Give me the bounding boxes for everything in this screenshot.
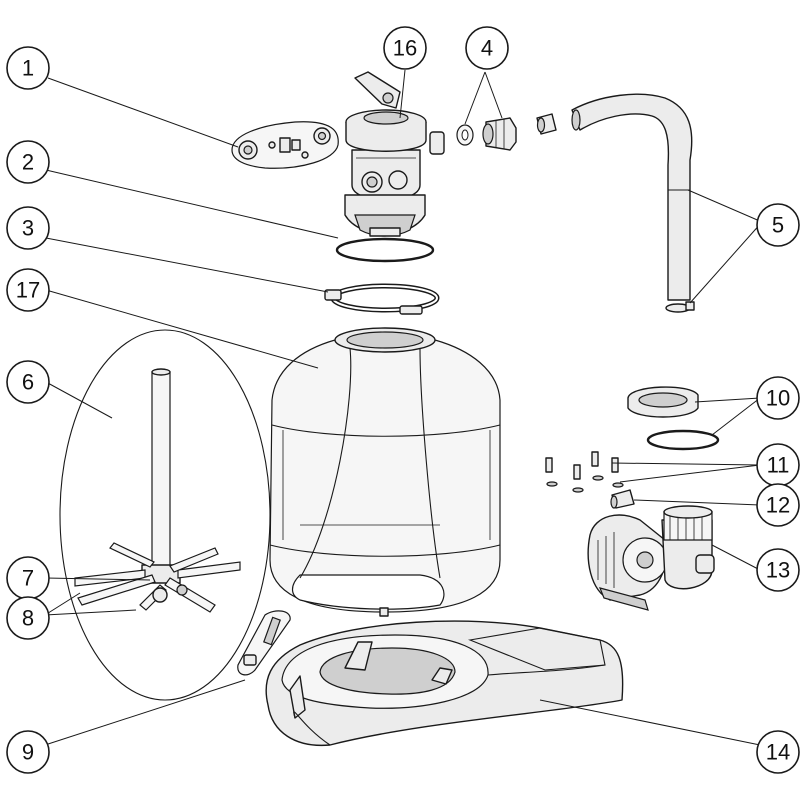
valve-adapters [456,117,517,151]
callout-16: 16 [383,26,427,70]
pump-lid [627,386,720,451]
callout-label: 5 [772,213,784,238]
callout-4: 4 [465,26,509,70]
callout-label: 14 [766,740,790,765]
callout-label: 7 [22,566,34,591]
callout-label: 10 [766,386,790,411]
pressure-gauge-set [231,121,339,169]
callout-label: 16 [393,36,417,61]
hose-assembly [536,93,695,313]
callout-10: 10 [756,376,800,420]
callout-label: 4 [481,36,493,61]
callout-label: 6 [22,370,34,395]
callout-6: 6 [6,360,50,404]
callout-label: 3 [22,216,34,241]
coupling [610,489,635,509]
callout-label: 11 [767,453,790,478]
callout-label: 9 [22,740,34,765]
callout-label: 12 [766,493,790,518]
callout-13: 13 [756,548,800,592]
callout-label: 8 [22,606,34,631]
callout-5: 5 [756,203,800,247]
base-stand [265,620,624,747]
callout-7: 7 [6,556,50,600]
callout-12: 12 [756,483,800,527]
callout-1: 1 [6,46,50,90]
callout-11: 11 [756,443,800,487]
callout-2: 2 [6,140,50,184]
screws-and-washers [545,451,624,493]
multiport-valve [344,71,445,237]
callout-9: 9 [6,730,50,774]
callout-8: 8 [6,596,50,640]
callout-label: 2 [22,150,34,175]
drain-plug [237,610,291,676]
callout-17: 17 [6,268,50,312]
callout-3: 3 [6,206,50,250]
filter-tank [269,327,501,617]
tank-clamp [324,283,440,315]
lateral-assembly [74,368,241,613]
callout-label: 1 [22,56,34,81]
pump [587,505,715,611]
o-ring-large [335,237,435,263]
callout-label: 17 [16,278,40,303]
callout-14: 14 [756,730,800,774]
lateral-detail-boundary [59,329,271,701]
callout-label: 13 [766,558,790,583]
leader-lines [44,47,763,746]
